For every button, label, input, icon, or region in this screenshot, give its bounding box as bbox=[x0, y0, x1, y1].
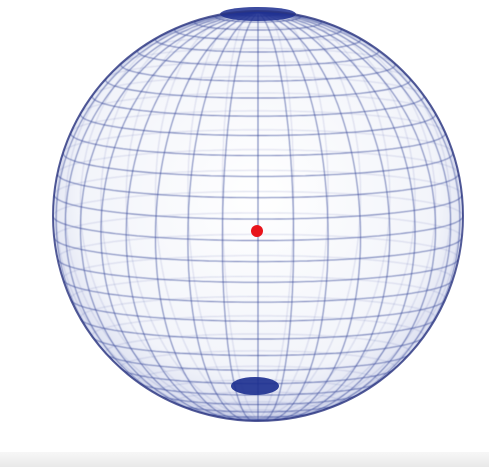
latitude-line bbox=[155, 36, 258, 53]
latitude-line bbox=[258, 194, 463, 220]
longitude-line bbox=[155, 12, 259, 421]
sphere-outline bbox=[52, 10, 464, 422]
longitude-line bbox=[155, 11, 259, 420]
latitude-line bbox=[258, 215, 463, 241]
latitude-line bbox=[258, 152, 454, 177]
longitude-line bbox=[187, 12, 259, 421]
longitude-line bbox=[100, 12, 259, 419]
longitude-line bbox=[257, 12, 416, 419]
longitude-line bbox=[221, 12, 259, 421]
longitude-line bbox=[257, 13, 416, 420]
latitude-line bbox=[70, 300, 258, 322]
bottom-pole-highlight bbox=[231, 377, 279, 395]
longitude-line bbox=[80, 15, 259, 420]
latitude-line bbox=[258, 173, 459, 199]
bottom-edge-strip bbox=[0, 452, 489, 467]
longitude-line bbox=[125, 12, 259, 421]
longitude-line bbox=[257, 11, 391, 420]
longitude-line bbox=[64, 12, 259, 412]
longitude-line bbox=[257, 12, 436, 417]
latitude-line bbox=[91, 94, 258, 117]
longitude-line bbox=[257, 11, 361, 420]
latitude-line bbox=[106, 354, 258, 371]
longitude-line bbox=[257, 20, 452, 420]
latitude-line bbox=[137, 48, 258, 67]
latitude-line bbox=[258, 280, 453, 303]
latitude-line bbox=[53, 194, 258, 220]
latitude-line bbox=[258, 258, 459, 283]
latitude-line bbox=[53, 191, 463, 217]
latitude-line bbox=[53, 237, 258, 263]
latitude-line bbox=[258, 237, 463, 263]
latitude-line bbox=[121, 369, 258, 385]
longitude-line bbox=[257, 15, 436, 420]
latitude-line bbox=[258, 48, 379, 67]
latitude-line bbox=[53, 216, 258, 241]
latitude-line bbox=[258, 94, 425, 117]
latitude-line bbox=[70, 132, 258, 157]
latitude-line bbox=[57, 173, 258, 199]
center-point bbox=[251, 225, 263, 237]
latitude-line bbox=[258, 36, 361, 53]
longitude-line bbox=[80, 12, 259, 417]
longitude-line bbox=[257, 11, 329, 420]
latitude-line bbox=[57, 258, 258, 283]
latitude-line bbox=[62, 152, 258, 177]
latitude-line bbox=[258, 300, 446, 322]
latitude-line bbox=[258, 132, 446, 157]
longitude-line bbox=[100, 13, 259, 420]
latitude-line bbox=[63, 280, 258, 303]
longitude-line bbox=[257, 12, 361, 421]
top-pole-highlight bbox=[220, 7, 296, 21]
latitude-line bbox=[258, 354, 410, 371]
latitude-line bbox=[258, 369, 395, 385]
